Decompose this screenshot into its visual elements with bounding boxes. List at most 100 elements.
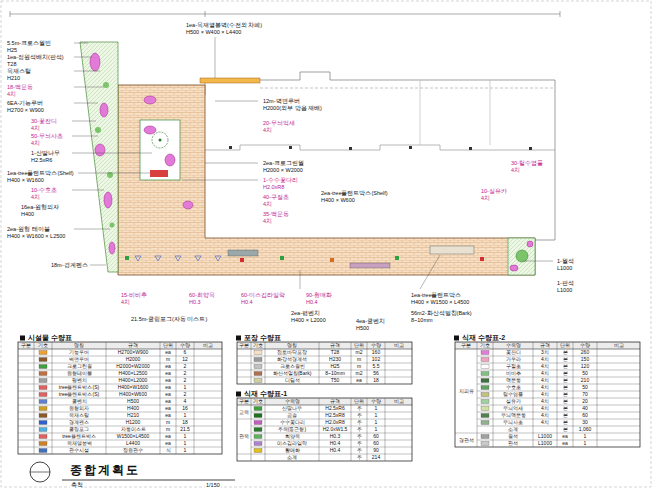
- table-cell: 4치: [533, 356, 557, 363]
- table-rule: [18, 419, 222, 420]
- table-symbol: [39, 393, 47, 397]
- table-cell: 수량: [176, 342, 194, 349]
- callout-label: 1-월석: [556, 258, 575, 265]
- table-cell: H2000×W2000: [106, 363, 160, 370]
- table-symbol: [39, 449, 47, 453]
- table-cell: 명칭: [265, 342, 319, 349]
- site-furniture: [135, 256, 141, 261]
- planting-bed: [165, 154, 175, 166]
- table-cell: H230: [319, 356, 351, 363]
- table-cell: 경계펜스: [52, 419, 106, 426]
- paving-area: [118, 78, 535, 275]
- table-cell: 무늬맥문동: [493, 412, 533, 419]
- planting-bed: [159, 139, 162, 142]
- table-cell: 18: [176, 419, 194, 426]
- table-cell: 판석: [493, 440, 533, 447]
- callout-label: 4치: [120, 299, 131, 306]
- table-cell: m: [160, 419, 176, 426]
- table-cell: H25: [319, 363, 351, 370]
- table-cell: 단위: [351, 342, 367, 349]
- callout-label: L1000: [556, 287, 573, 294]
- building-outline: [420, 80, 421, 145]
- leader-line: [215, 37, 216, 78]
- table-cell: 4치: [533, 391, 557, 398]
- table-cell: 2: [176, 377, 194, 384]
- table-cell: ea: [160, 405, 176, 412]
- table-symbol: [39, 351, 47, 355]
- callout-label: 60-회양목: [188, 292, 216, 299]
- table-cell: 4: [176, 398, 194, 405]
- table-cell: H400: [106, 405, 160, 412]
- table-cell: tree플랜트박스(S): [52, 384, 106, 391]
- table-symbol: [254, 379, 262, 383]
- table-symbol: [481, 351, 489, 355]
- callout-label: 16ea-원형의자: [20, 204, 60, 211]
- sheet-frame: [10, 11, 11, 17]
- table-cell: 크로그린월: [52, 363, 106, 370]
- table-rule: [477, 398, 640, 399]
- table-symbol: [481, 379, 489, 383]
- table-cell: 소계: [493, 426, 533, 433]
- table-rule: [18, 405, 222, 406]
- callout-label: H0.4: [240, 299, 254, 306]
- callout-label: 50-무늬사초: [30, 133, 64, 140]
- table-cell: tree플랜트박스(S): [52, 391, 106, 398]
- callout-label: 10-수호초: [30, 187, 58, 194]
- table-cell: ea: [160, 433, 176, 440]
- table-symbol: [481, 393, 489, 397]
- leader-line: [74, 87, 104, 88]
- table-cell: T28: [319, 349, 351, 356]
- table-symbol: [481, 414, 489, 418]
- callout-label: H400 × W600: [320, 197, 356, 204]
- table-cell: 본: [557, 391, 573, 398]
- table-cell: H0.4: [319, 440, 351, 447]
- table-cell: ea: [160, 363, 176, 370]
- table-cell: 4치: [533, 384, 557, 391]
- site-furniture: [175, 256, 181, 261]
- callout-label: 30-털수염풀: [510, 160, 544, 167]
- callout-label: 60-미스김라일락: [240, 292, 286, 299]
- callout-label: 2ea-크로그린월: [262, 160, 305, 167]
- planting-bed: [516, 250, 528, 262]
- table-cell: m: [160, 356, 176, 363]
- table-rule: [18, 426, 222, 427]
- table-cell: 50: [573, 370, 597, 377]
- table-cell: 구분: [455, 342, 477, 349]
- table-cell: 40: [573, 405, 597, 412]
- table-rule: [385, 398, 386, 461]
- building-column: [529, 147, 532, 150]
- table-rule: [477, 370, 640, 371]
- planting-bed: [95, 127, 101, 133]
- planting-bed: [80, 42, 118, 272]
- table-cell: 2: [176, 363, 194, 370]
- callout-label: 2ea-tree플랜트박스(Shelf): [320, 190, 389, 197]
- table-cell: 화강석경계석: [265, 356, 319, 363]
- planting-bed: [150, 170, 168, 177]
- table-cell: H2.0xW1.5: [319, 426, 351, 433]
- table-symbol: [39, 386, 47, 390]
- planting-bed: [140, 120, 180, 180]
- callout-label: 20-무늬억새: [262, 120, 296, 127]
- table-cell: 쿨링포그: [52, 426, 106, 433]
- table-rule: [18, 440, 222, 441]
- table-cell: 60: [367, 440, 385, 447]
- table-cell: 월석: [493, 433, 533, 440]
- table-cell: 디딤석: [265, 377, 319, 384]
- table-rule: [477, 426, 640, 427]
- table-cell: 16: [176, 405, 194, 412]
- callout-label: 40-구절초: [262, 194, 290, 201]
- site-furniture: [480, 257, 484, 261]
- table-cell: 목재열봉벽: [52, 440, 106, 447]
- table-cell: 크로스월빈: [265, 363, 319, 370]
- table-cell: 2: [176, 391, 194, 398]
- planting-bed: [152, 132, 168, 148]
- callout-label: 10-실유카: [480, 188, 508, 195]
- leader-line: [90, 265, 106, 266]
- table-cell: 비비추: [493, 370, 533, 377]
- table-cell: 1: [176, 433, 194, 440]
- table-rule: [18, 356, 222, 357]
- table-cell: 수목명: [265, 398, 319, 405]
- table-cell: ea: [557, 440, 573, 447]
- table-symbol: [39, 442, 47, 446]
